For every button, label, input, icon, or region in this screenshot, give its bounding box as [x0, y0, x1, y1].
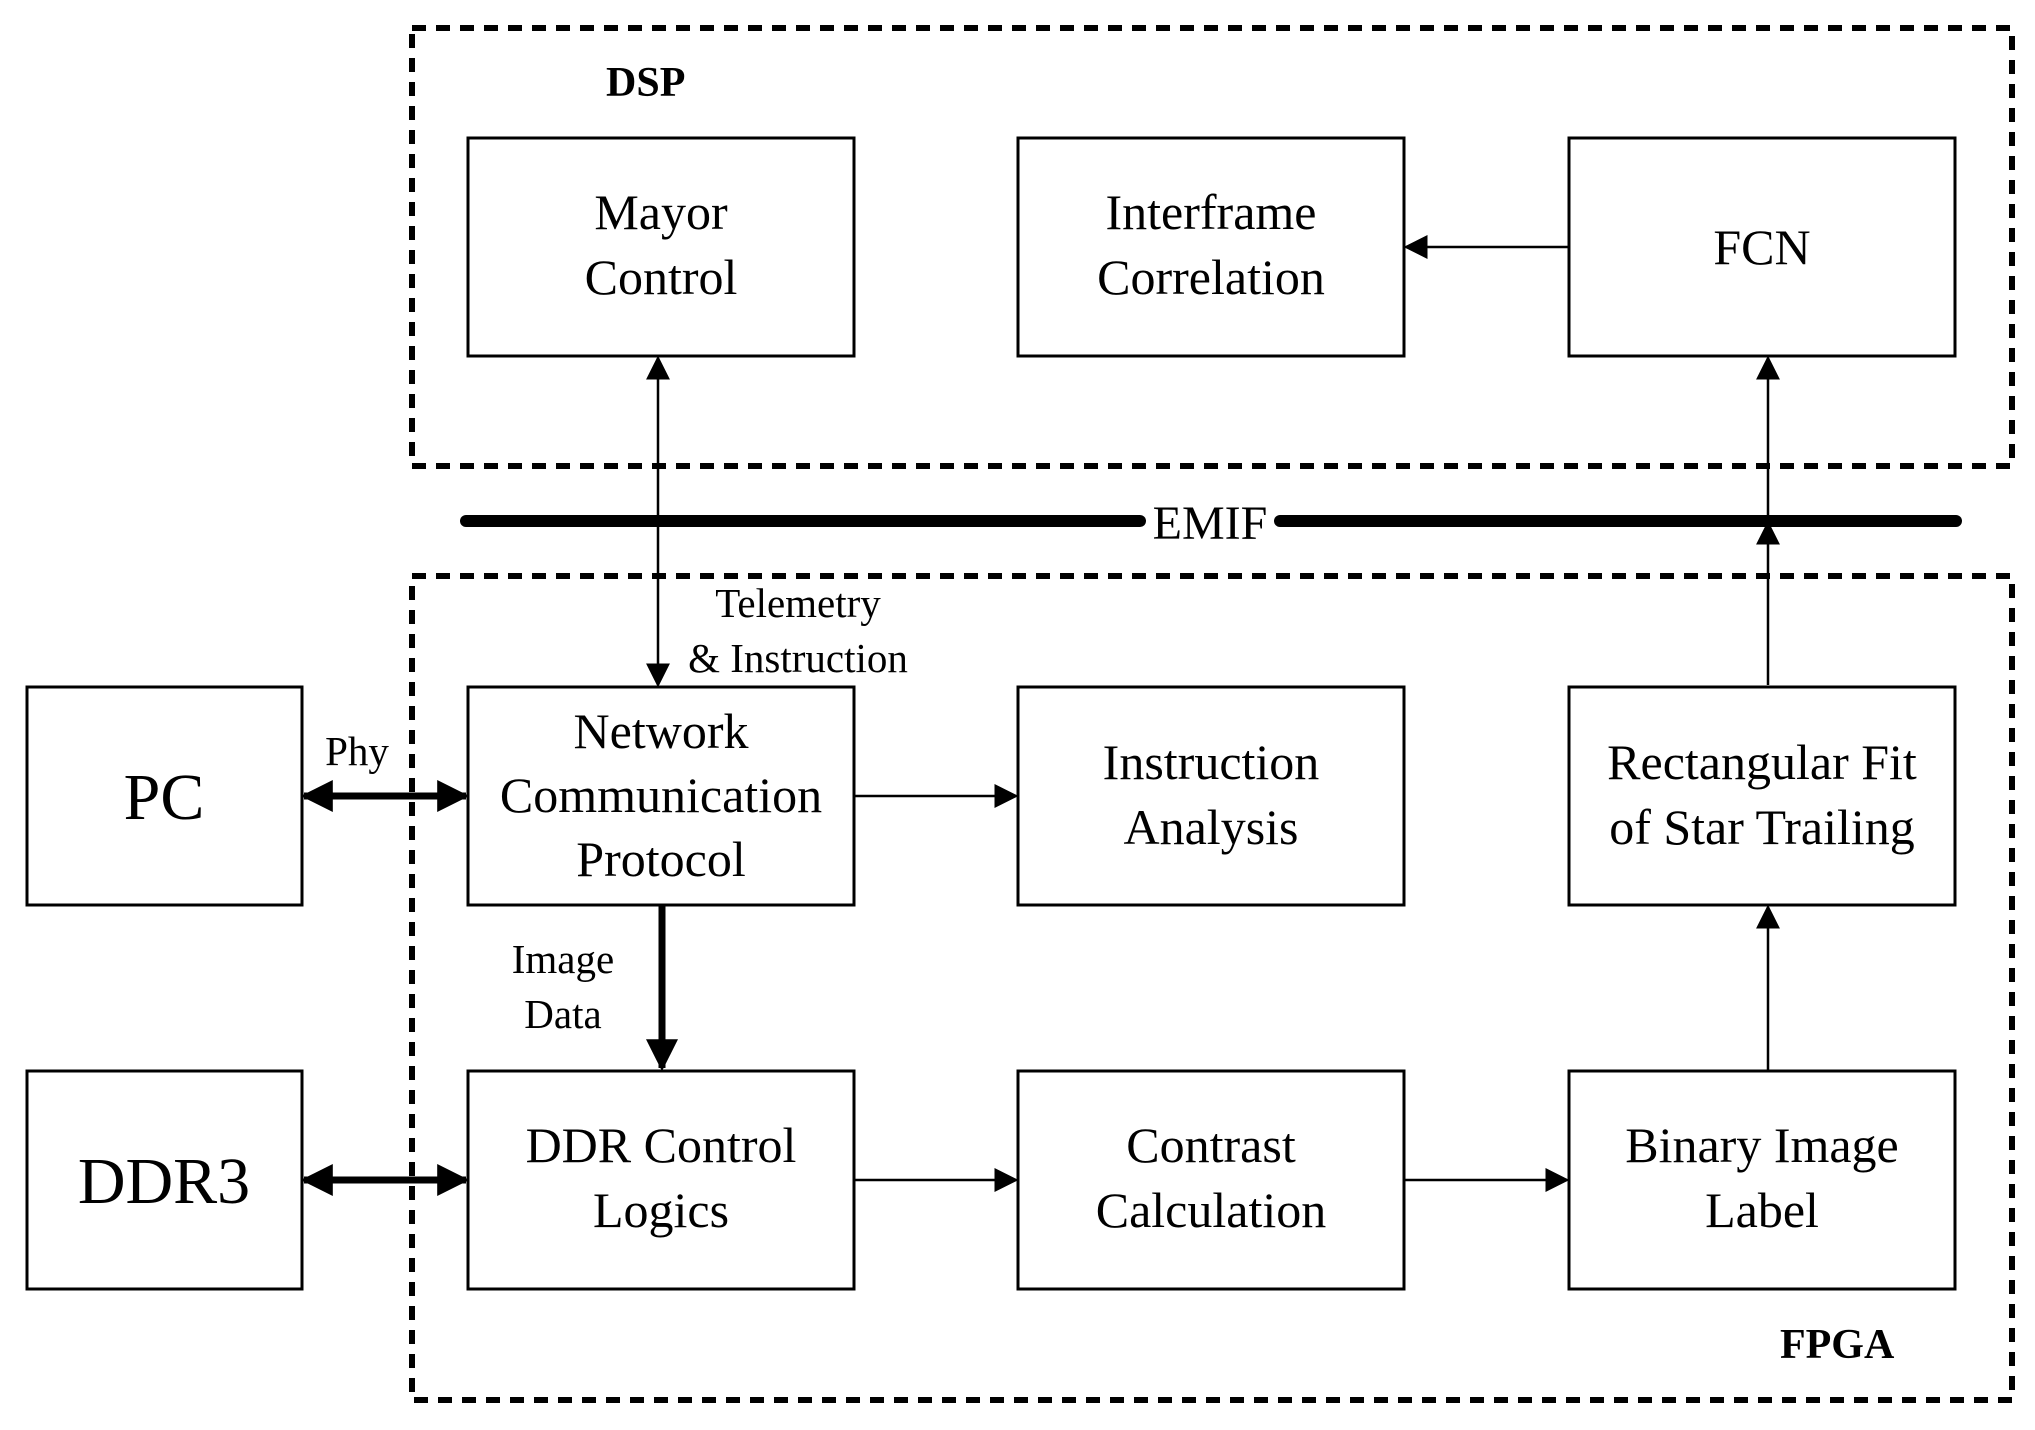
- fpga-label: FPGA: [1780, 1322, 1895, 1368]
- binary-label-block: [1567, 1069, 1957, 1291]
- image-data-label-line2: Data: [524, 991, 601, 1037]
- telemetry-label-line2: & Instruction: [688, 635, 908, 681]
- contrast-calculation-block: [1016, 1069, 1406, 1291]
- ddr-control-line2: Logics: [593, 1182, 729, 1238]
- ddr-control-block: [466, 1069, 856, 1291]
- emif-label: EMIF: [1153, 497, 1268, 550]
- telemetry-label-line1: Telemetry: [715, 580, 881, 626]
- interframe-correlation-block: [1016, 136, 1406, 358]
- contrast-calculation-line1: Contrast: [1126, 1117, 1296, 1173]
- pc-label: PC: [124, 761, 205, 834]
- binary-label-line2: Label: [1705, 1182, 1819, 1238]
- fpga-region: [409, 573, 2015, 1403]
- fcn-label: FCN: [1713, 219, 1810, 275]
- mayor-control-line1: Mayor: [594, 184, 728, 240]
- network-protocol-line2: Communication: [500, 767, 822, 823]
- rectangular-fit-line1: Rectangular Fit: [1607, 734, 1917, 790]
- network-protocol-line3: Protocol: [576, 831, 745, 887]
- ddr3-label: DDR3: [78, 1145, 250, 1218]
- contrast-calculation-line2: Calculation: [1096, 1182, 1327, 1238]
- image-data-label-line1: Image: [512, 936, 614, 982]
- rectangular-fit-block: [1567, 685, 1957, 907]
- instruction-analysis-block: [1016, 685, 1406, 907]
- ddr-control-line1: DDR Control: [526, 1117, 797, 1173]
- network-protocol-line1: Network: [574, 703, 749, 759]
- rectangular-fit-line2: of Star Trailing: [1609, 799, 1915, 855]
- mayor-control-block: [466, 136, 856, 358]
- interframe-correlation-line1: Interframe: [1106, 184, 1317, 240]
- phy-label: Phy: [325, 728, 389, 774]
- binary-label-line1: Binary Image: [1625, 1117, 1899, 1173]
- fcn-block: [1567, 136, 1957, 358]
- network-protocol-block: [466, 685, 856, 907]
- pc-block: [25, 685, 304, 907]
- instruction-analysis-line2: Analysis: [1124, 799, 1299, 855]
- interframe-correlation-line2: Correlation: [1097, 249, 1325, 305]
- dsp-region: [409, 25, 2015, 469]
- dsp-label: DSP: [606, 60, 685, 106]
- mayor-control-line2: Control: [585, 249, 738, 305]
- instruction-analysis-line1: Instruction: [1103, 734, 1320, 790]
